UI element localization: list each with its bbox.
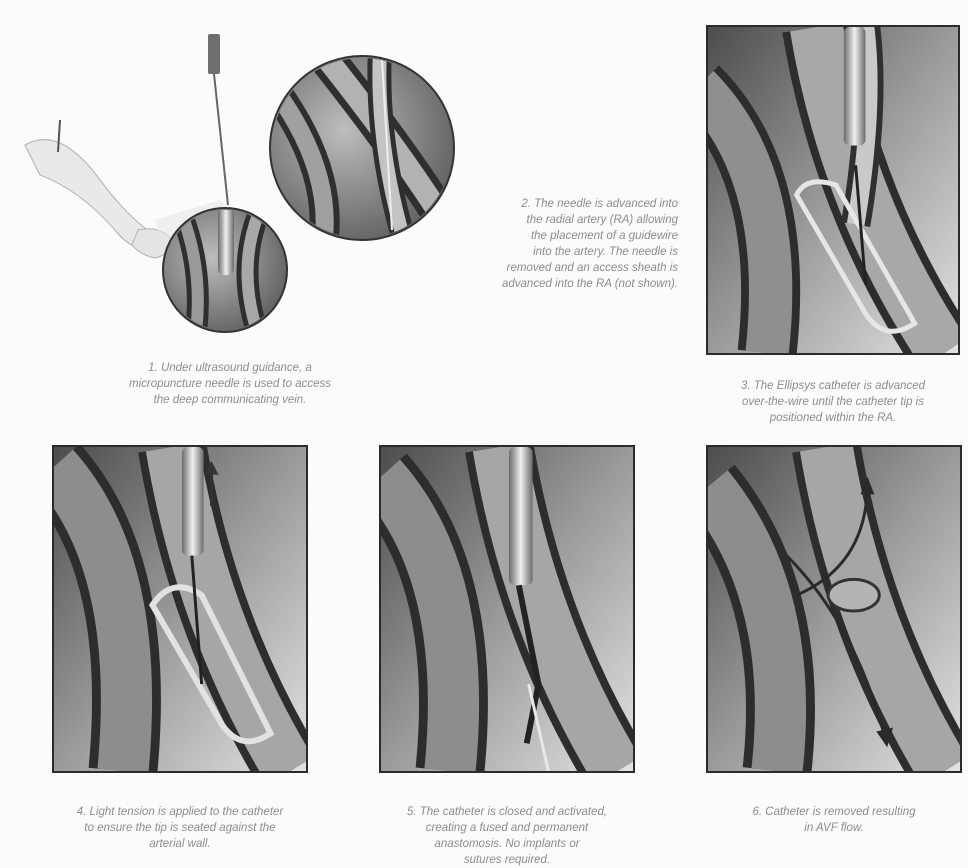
- step-6-image: [706, 445, 962, 773]
- caption-step-4: 4. Light tension is applied to the cathe…: [40, 788, 320, 852]
- caption-text: The Ellipsys catheter is advanced over-t…: [742, 380, 925, 424]
- caption-step-3: 3. The Ellipsys catheter is advanced ove…: [700, 362, 966, 426]
- caption-step-6: 6. Catheter is removed resulting in AVF …: [706, 788, 962, 836]
- caption-step-2: 2. The needle is advanced into the radia…: [400, 180, 678, 292]
- step-3-image: [706, 25, 960, 355]
- caption-text: The catheter is closed and activated, cr…: [420, 806, 607, 866]
- caption-text: The needle is advanced into the radial a…: [502, 198, 678, 290]
- step-number: 6.: [752, 806, 762, 818]
- step-5-image: [379, 445, 635, 773]
- step-number: 4.: [77, 806, 87, 818]
- step-number: 5.: [407, 806, 417, 818]
- caption-step-1: 1. Under ultrasound guidance, a micropun…: [95, 344, 365, 408]
- caption-text: Catheter is removed resulting in AVF flo…: [765, 806, 915, 834]
- caption-text: Light tension is applied to the catheter…: [84, 806, 283, 850]
- caption-text: Under ultrasound guidance, a micropunctu…: [129, 362, 331, 406]
- step-number: 2.: [521, 198, 531, 210]
- step-number: 3.: [741, 380, 751, 392]
- step-4-image: [52, 445, 308, 773]
- caption-step-5: 5. The catheter is closed and activated,…: [372, 788, 642, 868]
- step-number: 1.: [148, 362, 158, 374]
